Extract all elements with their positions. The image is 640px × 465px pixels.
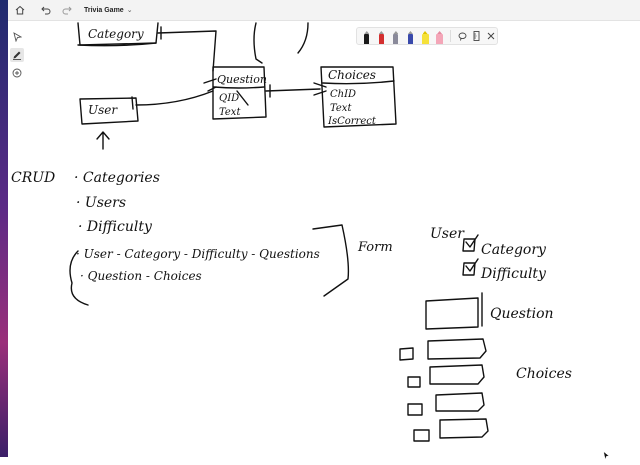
choices-field-text: Text [330,103,352,114]
title-bar: Trivia Game ⌄ [8,0,640,21]
choices-entity: Choices ChID Text IsCorrect [313,66,397,128]
crud-list: CRUD · Categories · Users · Difficulty ·… [11,170,350,306]
crud-item-4: · User - Category - Difficulty - Questio… [76,247,320,261]
category-entity: Category [77,22,309,72]
lasso-icon[interactable] [456,28,468,44]
mouse-cursor-icon [603,447,610,465]
close-icon[interactable] [485,28,497,44]
choices-label: Choices [328,68,376,82]
form-user-label: User [430,226,465,242]
redo-icon[interactable] [58,1,76,19]
ruler-icon[interactable] [471,28,483,44]
home-icon[interactable] [11,1,29,19]
form-sketch: Form User Category Difficulty Question C… [357,226,572,442]
form-question-label: Question [490,306,554,322]
question-field-text: Text [219,107,241,118]
category-label: Category [88,27,144,41]
form-checkbox-difficulty: Difficulty [480,266,547,282]
choices-field-iscorrect: IsCorrect [327,116,377,127]
question-entity: Question QID Text [203,66,321,120]
gray-pen[interactable] [390,28,402,44]
crud-title: CRUD [11,170,55,186]
yellow-highlighter[interactable] [419,28,431,44]
pink-highlighter[interactable] [434,28,446,44]
crud-item-2: · Users [76,195,126,211]
crud-item-3: · Difficulty [78,219,153,235]
black-pen[interactable] [361,28,373,44]
blue-pen[interactable] [405,28,417,44]
form-choices-label: Choices [516,366,572,382]
question-field-qid: QID [219,93,239,104]
question-label: Question [217,73,267,86]
toolbar-divider [450,30,452,42]
notebook-title[interactable]: Trivia Game [84,6,124,14]
pen-toolbar [356,27,498,45]
choices-field-chid: ChID [330,89,356,100]
user-entity: User [79,90,214,150]
ink-canvas[interactable]: Category User Question QID Text [8,21,640,457]
left-toolbar [10,30,24,80]
form-label: Form [357,240,393,255]
add-icon[interactable] [10,66,24,80]
crud-item-5: · Question - Choices [80,269,202,283]
red-pen[interactable] [376,28,388,44]
user-label: User [88,103,118,117]
form-checkbox-category: Category [481,242,547,258]
select-icon[interactable] [10,30,24,44]
desktop-wallpaper-edge [0,0,8,457]
chevron-down-icon[interactable]: ⌄ [126,7,133,14]
pen-icon[interactable] [10,48,24,62]
crud-item-1: · Categories [74,170,160,186]
undo-icon[interactable] [37,1,55,19]
